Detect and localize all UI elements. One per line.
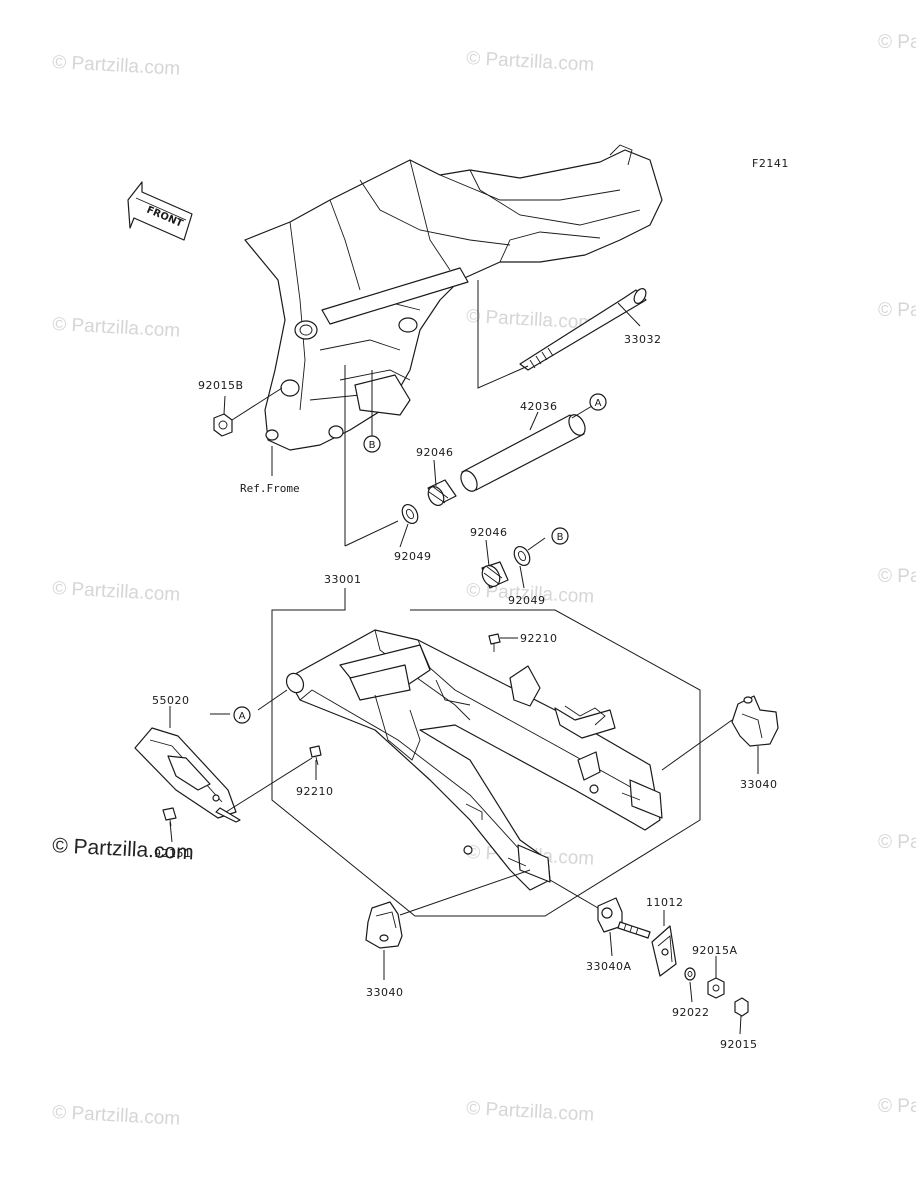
watermark: © Partzilla.com — [52, 578, 181, 606]
seal-92049-mid — [513, 545, 531, 567]
bolt-92151 — [162, 807, 177, 827]
part-label-42036: 42036 — [520, 400, 558, 413]
callout-a-label: A — [595, 398, 602, 409]
swingarm-33001 — [285, 629, 663, 891]
leader-lines — [169, 302, 759, 1035]
nut-92015a — [707, 977, 725, 999]
callout-b-label: B — [557, 532, 564, 543]
part-label-33001: 33001 — [324, 573, 362, 586]
part-label-92210: 92210 — [520, 632, 558, 645]
washer-92022 — [684, 967, 696, 981]
bolt-92210-top — [488, 633, 501, 652]
chain-slider-55020 — [134, 727, 241, 823]
nut-92015 — [734, 997, 749, 1017]
part-label-92046: 92046 — [470, 526, 508, 539]
watermark: © Partzilla.com — [52, 1102, 181, 1130]
part-label-92049: 92049 — [508, 594, 546, 607]
part-label-33040: 33040 — [366, 986, 404, 999]
seal-92049-top — [401, 503, 419, 525]
part-label-55020: 55020 — [152, 694, 190, 707]
adjuster-bolt-33040a — [597, 897, 651, 939]
part-label-92210: 92210 — [296, 785, 334, 798]
watermark: © Partzilla.com — [466, 1098, 595, 1126]
part-label-92049: 92049 — [394, 550, 432, 563]
chain-adjuster-33040-right — [731, 695, 779, 747]
callout-b-mid: B — [551, 527, 569, 545]
part-label-92015: 92015 — [720, 1038, 758, 1051]
chain-adjuster-33040-bottom — [365, 901, 403, 949]
part-label-33040: 33040 — [740, 778, 778, 791]
watermark: © Partzilla.com — [52, 314, 181, 342]
part-label-92015b: 92015B — [198, 379, 244, 392]
frame-illustration — [244, 144, 663, 451]
diagram-code: F2141 — [752, 157, 789, 170]
callout-a-top: A — [589, 393, 607, 411]
front-arrow-icon: FRONT — [127, 181, 193, 241]
bolt-92210-left — [309, 745, 322, 766]
watermark: © Partzilla.com — [878, 32, 916, 53]
part-label-33040a: 33040A — [586, 960, 632, 973]
watermark: © Partzilla.com — [466, 48, 595, 76]
callout-a-label: A — [239, 711, 246, 722]
part-label-92015a: 92015A — [692, 944, 738, 957]
watermark: © Partzilla.com — [878, 566, 916, 587]
axle-bolt-33032 — [519, 288, 647, 371]
callout-a-mid: A — [233, 706, 251, 724]
watermark: © Partzilla.com — [878, 832, 916, 853]
callout-b-top: B — [363, 435, 381, 453]
part-label-92151: 92151 — [154, 847, 192, 860]
watermark: © Partzilla.com — [878, 300, 916, 321]
watermark: © Partzilla.com — [878, 1096, 916, 1117]
part-label-92022: 92022 — [672, 1006, 710, 1019]
plate-11012 — [651, 925, 677, 977]
part-label-92046: 92046 — [416, 446, 454, 459]
watermark: © Partzilla.com — [52, 52, 181, 80]
part-label-33032: 33032 — [624, 333, 662, 346]
part-labels: 33032 42036 92015B Ref.Frome 92046 92049… — [152, 333, 778, 1051]
callout-b-label: B — [369, 440, 376, 451]
collar-42036 — [460, 414, 586, 492]
ref-frame-label: Ref.Frome — [240, 482, 300, 495]
bearing-92046-top — [427, 479, 457, 507]
part-label-11012: 11012 — [646, 896, 684, 909]
nut-92015b — [213, 413, 233, 437]
bearing-92046-mid — [481, 561, 509, 589]
